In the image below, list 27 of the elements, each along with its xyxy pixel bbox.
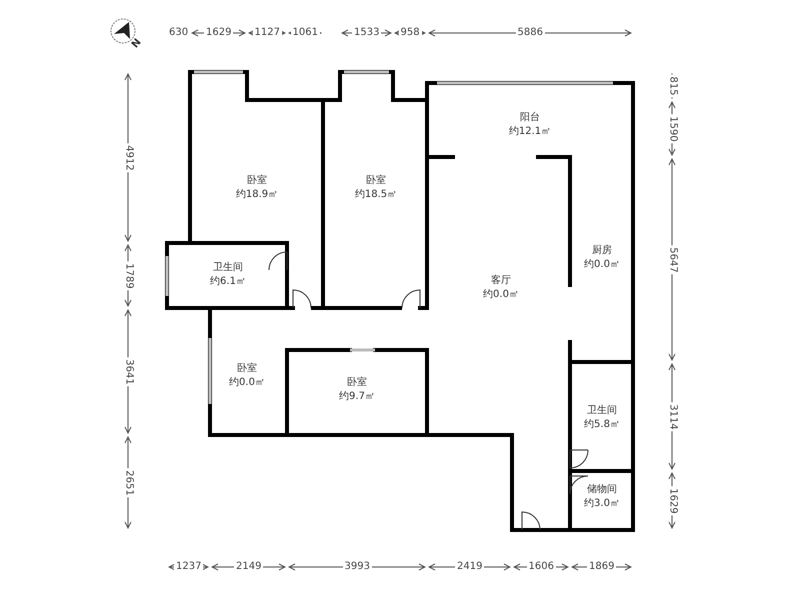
room-area: 约0.0㎡ xyxy=(229,376,265,390)
room-area: 约5.8㎡ xyxy=(584,418,620,432)
room-area: 约12.1㎡ xyxy=(508,125,552,139)
room-area: 约0.0㎡ xyxy=(584,258,620,272)
room-area: 约18.9㎡ xyxy=(236,188,278,202)
room-area: 约6.1㎡ xyxy=(210,275,246,289)
room-name: 客厅 xyxy=(490,274,512,288)
dimension-label: 630 xyxy=(167,27,190,39)
dimension-label: 815 xyxy=(666,74,678,98)
room-area: 约0.0㎡ xyxy=(483,288,519,302)
dimension-label: 1127 xyxy=(252,27,282,39)
room-name: 卧室 xyxy=(365,174,387,188)
room-name: 卧室 xyxy=(246,174,268,188)
room-name: 阳台 xyxy=(519,111,541,125)
room-name: 卫生间 xyxy=(586,404,618,418)
room-name: 厨房 xyxy=(591,244,613,258)
room-area: 约9.7㎡ xyxy=(339,390,375,404)
dimension-label: 958 xyxy=(398,27,422,39)
room-area: 约3.0㎡ xyxy=(584,497,620,511)
dimension-label: 1061 xyxy=(290,27,320,39)
dimension-label: 1237 xyxy=(174,561,204,573)
room-area: 约18.5㎡ xyxy=(354,188,398,202)
room-name: 储物间 xyxy=(586,483,618,497)
room-name: 卫生间 xyxy=(212,261,244,275)
room-name: 卧室 xyxy=(236,362,258,376)
compass-letter: N xyxy=(130,38,144,50)
room-name: 卧室 xyxy=(346,376,368,390)
